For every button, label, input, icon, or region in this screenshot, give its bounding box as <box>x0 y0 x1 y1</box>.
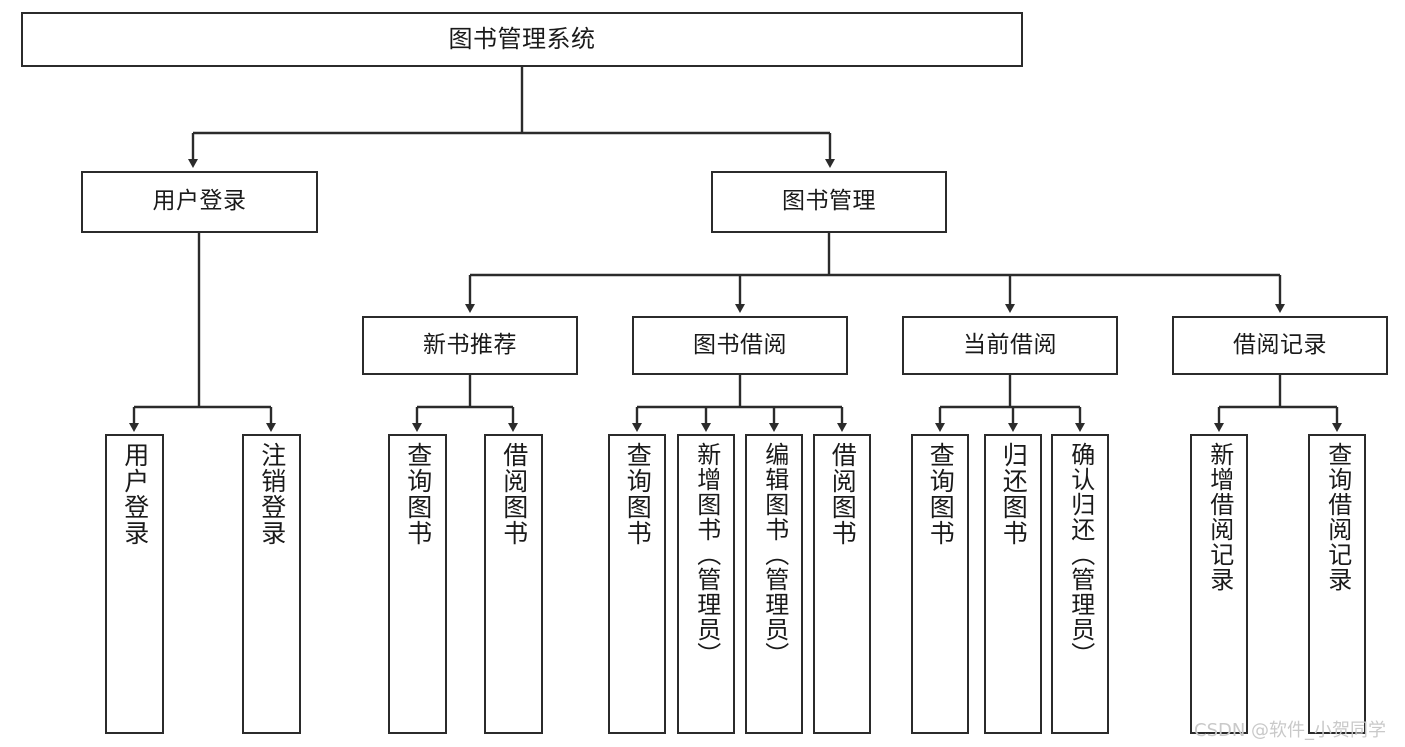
leaf-query-borrow-record[interactable]: 查询借阅记录 <box>1308 434 1366 734</box>
leaf-logout-label: 注销登录 <box>257 442 287 546</box>
node-root[interactable]: 图书管理系统 <box>21 12 1023 67</box>
leaf-return-book-label: 归还图书 <box>999 442 1029 546</box>
leaf-logout[interactable]: 注销登录 <box>242 434 301 734</box>
leaf-lend-book-label: 借阅图书 <box>828 442 858 546</box>
node-book-management-label: 图书管理 <box>782 188 876 215</box>
leaf-confirm-return-admin[interactable]: 确认归还（管理员） <box>1051 434 1109 734</box>
node-book-borrow-label: 图书借阅 <box>693 331 787 358</box>
node-root-label: 图书管理系统 <box>448 25 596 54</box>
leaf-borrow-book-recommend[interactable]: 借阅图书 <box>484 434 543 734</box>
node-new-book-recommend-label: 新书推荐 <box>423 331 517 358</box>
leaf-query-borrow-record-label: 查询借阅记录 <box>1323 442 1352 592</box>
leaf-confirm-return-admin-label: 确认归还（管理员） <box>1066 442 1095 667</box>
node-user-login[interactable]: 用户登录 <box>81 171 318 233</box>
leaf-query-book-current-label: 查询图书 <box>926 442 956 546</box>
leaf-edit-book-admin[interactable]: 编辑图书（管理员） <box>745 434 803 734</box>
node-book-management[interactable]: 图书管理 <box>711 171 947 233</box>
leaf-user-login[interactable]: 用户登录 <box>105 434 164 734</box>
watermark: CSDN @软件_小贺同学 <box>1194 720 1387 741</box>
leaf-query-book-recommend[interactable]: 查询图书 <box>388 434 447 734</box>
node-borrow-records-label: 借阅记录 <box>1233 331 1327 358</box>
leaf-query-book-borrow[interactable]: 查询图书 <box>608 434 666 734</box>
leaf-query-book-borrow-label: 查询图书 <box>623 442 653 546</box>
leaf-add-borrow-record-label: 新增借阅记录 <box>1205 442 1234 592</box>
node-new-book-recommend[interactable]: 新书推荐 <box>362 316 578 375</box>
node-current-borrow-label: 当前借阅 <box>963 331 1057 358</box>
node-book-borrow[interactable]: 图书借阅 <box>632 316 848 375</box>
leaf-edit-book-admin-label: 编辑图书（管理员） <box>760 442 789 667</box>
leaf-add-borrow-record[interactable]: 新增借阅记录 <box>1190 434 1248 734</box>
node-borrow-records[interactable]: 借阅记录 <box>1172 316 1388 375</box>
leaf-query-book-recommend-label: 查询图书 <box>403 442 433 546</box>
leaf-query-book-current[interactable]: 查询图书 <box>911 434 969 734</box>
leaf-user-login-label: 用户登录 <box>120 442 150 546</box>
leaf-add-book-admin[interactable]: 新增图书（管理员） <box>677 434 735 734</box>
node-user-login-label: 用户登录 <box>152 188 247 215</box>
leaf-return-book[interactable]: 归还图书 <box>984 434 1042 734</box>
leaf-lend-book[interactable]: 借阅图书 <box>813 434 871 734</box>
node-current-borrow[interactable]: 当前借阅 <box>902 316 1118 375</box>
leaf-add-book-admin-label: 新增图书（管理员） <box>692 442 721 667</box>
leaf-borrow-book-recommend-label: 借阅图书 <box>499 442 529 546</box>
